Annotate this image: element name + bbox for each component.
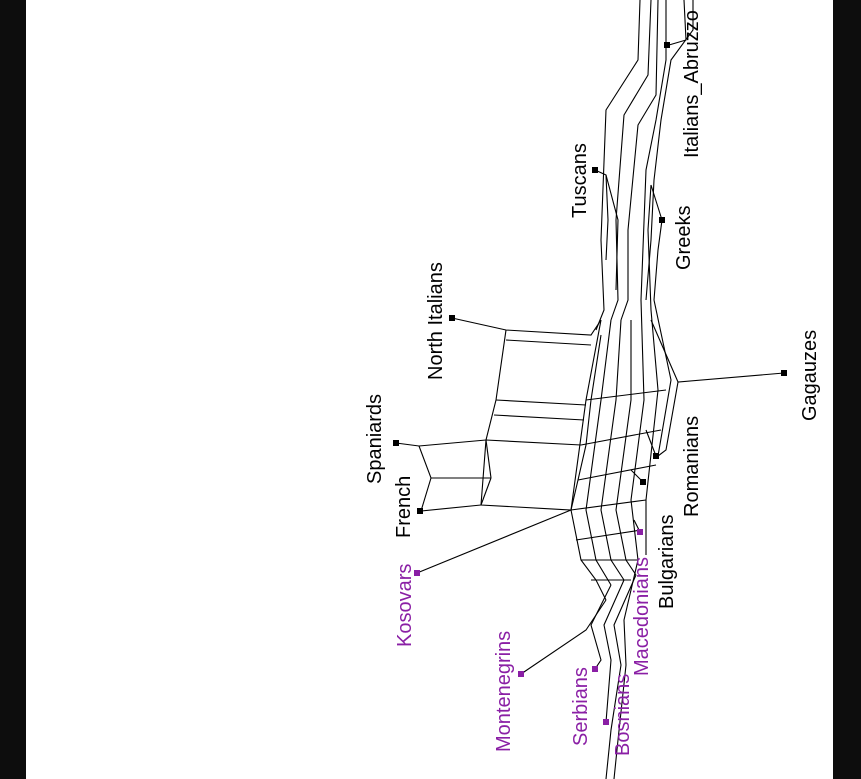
network-edge <box>605 574 637 779</box>
network-edge <box>620 0 659 321</box>
network-edge <box>580 429 662 446</box>
taxon-labels: Tuscans Italians_Abruzzo Greeks North It… <box>364 10 821 756</box>
network-edge <box>605 174 619 291</box>
network-edge <box>395 439 487 447</box>
taxon-label-kosovars: Kosovars <box>394 564 416 647</box>
taxon-label-italians-abruzzo: Italians_Abruzzo <box>681 10 703 158</box>
taxon-label-north-italians: North Italians <box>425 262 447 380</box>
taxon-node-north-italians <box>449 315 455 321</box>
network-edge <box>653 299 672 457</box>
network-edge <box>640 0 667 301</box>
taxon-label-macedonians: Macedonians <box>631 557 653 676</box>
network-edge <box>570 319 607 601</box>
taxon-node-greeks <box>659 217 665 223</box>
network-edge <box>570 499 647 511</box>
network-edge <box>594 169 609 261</box>
network-edge <box>416 509 572 574</box>
taxon-label-greeks: Greeks <box>673 206 695 270</box>
taxon-label-montenegrins: Montenegrins <box>493 631 515 752</box>
network-edge <box>630 299 645 561</box>
network-edge <box>645 429 657 457</box>
taxon-node-bulgarians <box>640 479 646 485</box>
network-edge <box>418 445 491 479</box>
taxon-node-spaniards <box>393 440 399 446</box>
network-edge <box>650 319 785 383</box>
network-edge <box>577 464 657 481</box>
taxon-label-spaniards: Spaniards <box>364 394 386 484</box>
taxon-node-bosnians <box>603 719 609 725</box>
taxon-node-macedonians <box>637 529 643 535</box>
network-edge <box>505 339 592 346</box>
taxon-label-bulgarians: Bulgarians <box>656 514 678 609</box>
network-edge <box>585 319 612 586</box>
taxon-node-montenegrins <box>518 671 524 677</box>
network-edge <box>485 439 492 479</box>
network-edge <box>585 389 667 401</box>
network-edge <box>645 0 694 301</box>
taxon-label-tuscans: Tuscans <box>569 143 591 218</box>
taxon-node-kosovars <box>414 570 420 576</box>
network-edge <box>451 317 602 336</box>
taxon-label-bosnians: Bosnians <box>612 674 634 756</box>
taxon-node-gagauzes <box>781 370 787 376</box>
network-edge <box>575 529 642 541</box>
network-edge <box>420 477 482 512</box>
taxon-node-serbians <box>592 666 598 672</box>
taxon-label-romanians: Romanians <box>681 416 703 517</box>
taxon-label-serbians: Serbians <box>570 667 592 746</box>
network-edge <box>485 439 582 446</box>
network-edge <box>493 414 585 421</box>
network-edge <box>613 559 639 779</box>
network-edge <box>657 381 679 457</box>
taxon-label-gagauzes: Gagauzes <box>799 330 821 421</box>
network-edge <box>600 319 625 581</box>
taxon-nodes <box>393 42 787 725</box>
network-edge <box>610 0 652 321</box>
network-edge <box>653 219 663 301</box>
network-edge <box>647 184 663 311</box>
taxon-node-tuscans <box>592 167 598 173</box>
network-edge <box>590 584 612 670</box>
network-edge <box>595 0 641 331</box>
taxon-node-italians-abruzzo <box>664 42 670 48</box>
taxon-node-romanians <box>653 453 659 459</box>
network-edge <box>615 320 637 576</box>
network-edge <box>603 579 625 723</box>
taxon-node-french <box>417 508 423 514</box>
network-edges <box>395 0 785 779</box>
network-edge <box>480 477 492 506</box>
phylogenetic-network: Tuscans Italians_Abruzzo Greeks North It… <box>364 0 821 779</box>
taxon-label-french: French <box>393 476 415 538</box>
network-canvas: Tuscans Italians_Abruzzo Greeks North It… <box>26 0 833 779</box>
network-edge <box>495 399 587 406</box>
network-edge <box>520 599 607 675</box>
